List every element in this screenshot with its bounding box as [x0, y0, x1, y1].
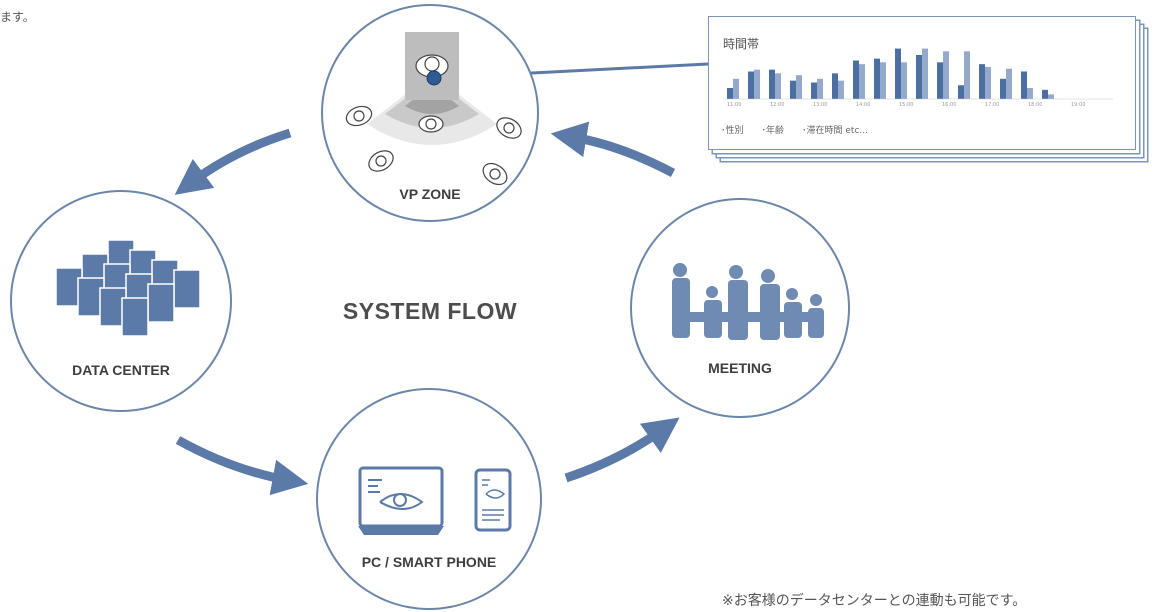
- bar: [790, 80, 796, 99]
- vp-zone-node: VP ZONE: [321, 4, 539, 222]
- x-tick-label: 16:00: [942, 102, 956, 107]
- server-rack-icon: [55, 239, 201, 337]
- bar: [1042, 89, 1048, 99]
- bar: [895, 48, 901, 99]
- bar: [832, 73, 838, 99]
- x-tick-label: 15:00: [899, 102, 913, 107]
- chart-tags: ･性別 ･年齢 ･滞在時間 etc...: [721, 123, 868, 136]
- pc-smartphone-node: PC / SMART PHONE: [316, 388, 542, 610]
- bar: [964, 51, 970, 99]
- bar: [985, 66, 991, 99]
- time-bar-chart: 11:00 12:00 13:00 14:00 15:00 16:00 17:00 18:00…: [723, 48, 1113, 107]
- bar: [979, 64, 985, 99]
- x-tick-label: 13:00: [813, 102, 827, 107]
- bar: [1048, 94, 1054, 99]
- vp-zone-label: VP ZONE: [399, 186, 461, 202]
- x-tick-label: 14:00: [856, 102, 870, 107]
- bar: [1021, 71, 1027, 99]
- bar: [769, 69, 775, 99]
- arrow-vp-to-datacenter: [174, 128, 292, 195]
- arrow-datacenter-to-pc: [175, 436, 309, 496]
- chart-tag: ･性別: [721, 126, 744, 136]
- bar: [1000, 78, 1006, 99]
- bar: [853, 60, 859, 99]
- x-tick-label: 18:00: [1028, 102, 1042, 107]
- meeting-label: MEETING: [708, 360, 772, 376]
- bar: [901, 62, 907, 99]
- meeting-people-icon: [672, 263, 824, 340]
- data-center-node: DATA CENTER: [10, 190, 232, 412]
- bar: [733, 78, 739, 99]
- top-note: ます。: [0, 10, 35, 24]
- x-tick-label: 17:00: [985, 102, 999, 107]
- laptop-phone-icon: [358, 466, 512, 535]
- bar: [817, 78, 823, 99]
- chart-tag: ･滞在時間 etc...: [802, 126, 868, 136]
- bar: [754, 69, 760, 99]
- bar: [727, 88, 733, 99]
- arrow-meeting-to-vp: [550, 121, 676, 177]
- chart-title: 時間帯: [723, 37, 760, 51]
- bar: [1006, 68, 1012, 99]
- bar: [937, 62, 943, 99]
- bar: [943, 51, 949, 99]
- diagram-title: SYSTEM FLOW: [342, 298, 518, 324]
- meeting-node: MEETING: [630, 198, 850, 418]
- bar: [1027, 88, 1033, 99]
- bar: [916, 55, 922, 99]
- pc-smartphone-label: PC / SMART PHONE: [361, 554, 497, 570]
- bar: [775, 73, 781, 99]
- data-center-label: DATA CENTER: [72, 362, 170, 378]
- bar: [922, 48, 928, 99]
- bar: [838, 80, 844, 99]
- bar: [958, 85, 964, 99]
- arrow-pc-to-meeting: [564, 417, 680, 483]
- vp-zone-illustration: [345, 32, 522, 186]
- chart-tag: ･年齢: [761, 126, 785, 136]
- bar: [796, 75, 802, 99]
- bar: [880, 62, 886, 99]
- bar: [859, 64, 865, 99]
- bar: [748, 71, 754, 99]
- bar: [874, 58, 880, 99]
- x-tick-label: 11:00: [727, 102, 741, 107]
- x-tick-label: 12:00: [770, 102, 784, 107]
- bar: [811, 82, 817, 99]
- x-tick-label: 19:00: [1071, 102, 1085, 107]
- footer-note: ※お客様のデータセンターとの連動も可能です。: [722, 593, 1027, 609]
